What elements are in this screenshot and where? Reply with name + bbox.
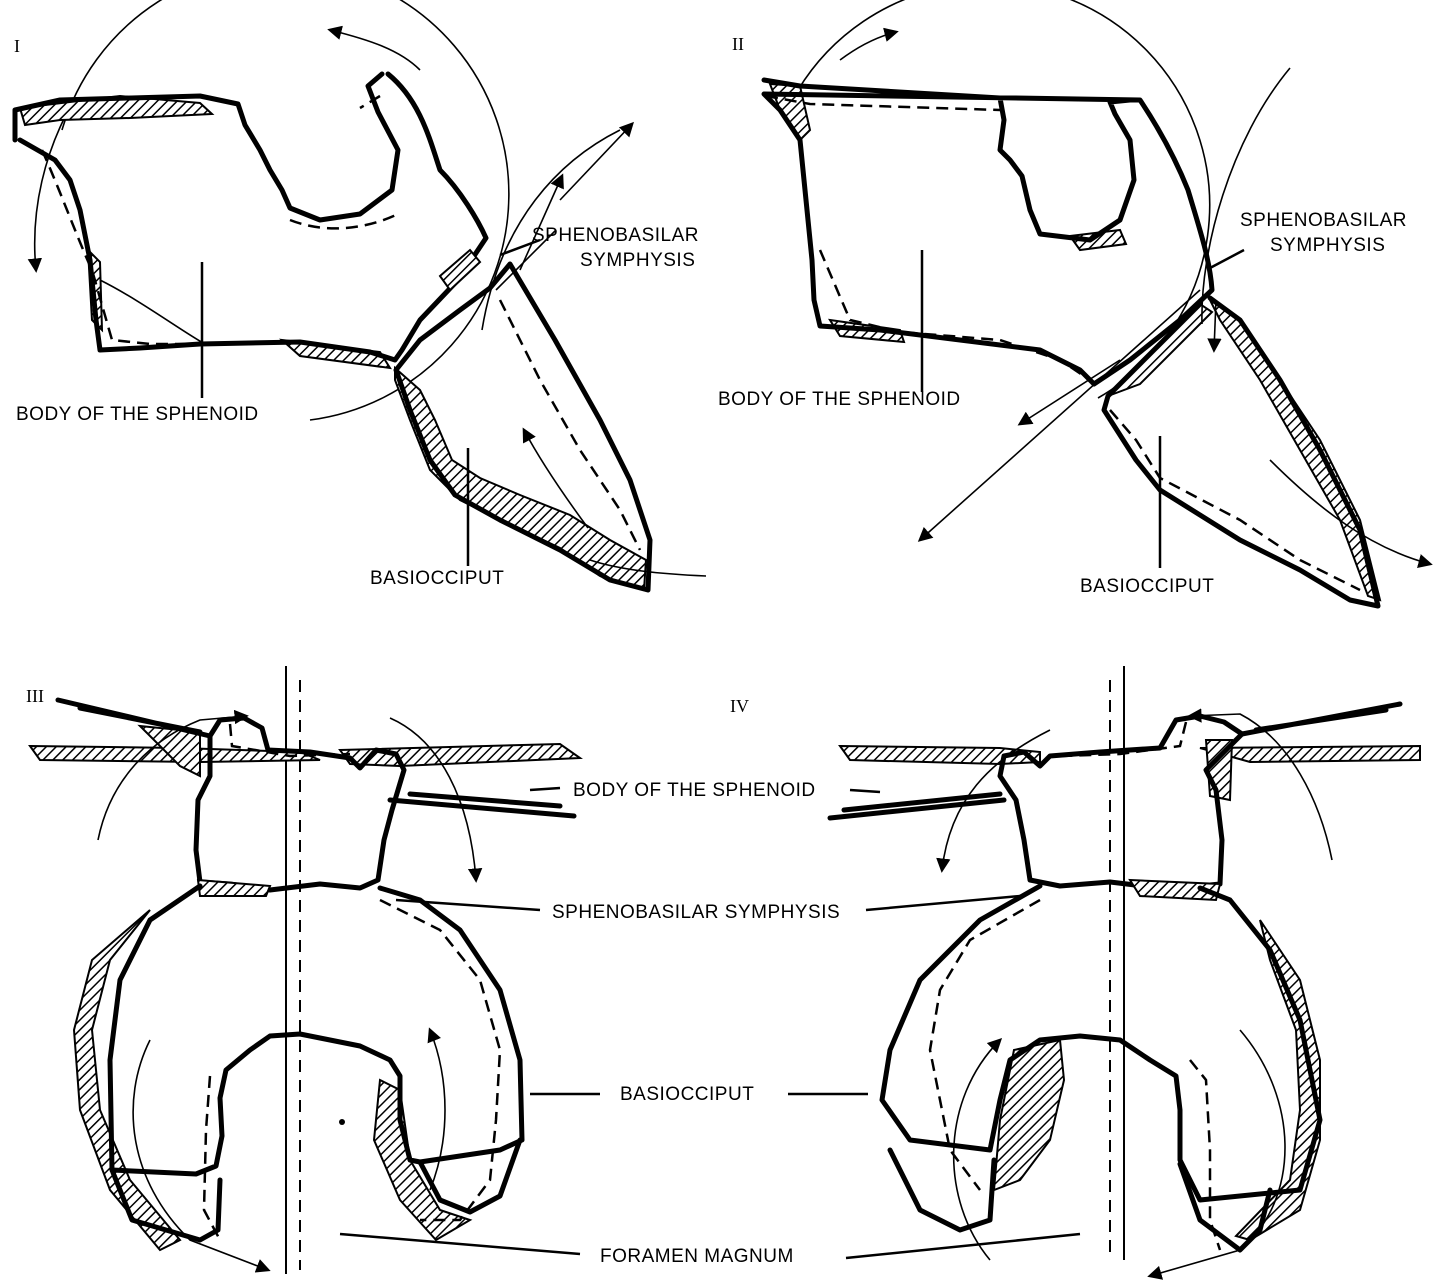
- panel-1: I BODY OF THE SPHENOID SPHENOBASILAR SYM…: [12, 0, 707, 593]
- rotation-arrow: [839, 27, 899, 61]
- sphenoid-body-outline: [761, 77, 1215, 387]
- panel-4: IV: [730, 666, 1421, 1280]
- shared-labels: BODY OF THE SPHENOID SPHENOBASILAR SYMPH…: [339, 780, 1081, 1267]
- rotation-arrow: [1147, 1029, 1286, 1280]
- leader-line: [339, 1232, 581, 1256]
- condyle-outline: [417, 1137, 523, 1215]
- label-body-of-sphenoid: BODY OF THE SPHENOID: [573, 780, 816, 801]
- leader-line: [1209, 248, 1245, 270]
- sphenoid-body-outline: [193, 715, 407, 893]
- basiocciput-dashed-outline: [202, 898, 502, 1241]
- leader-line: [499, 238, 541, 257]
- rotation-arrow: [1187, 708, 1333, 861]
- basiocciput-rotation-arc: [589, 559, 707, 577]
- label-sphenobasilar: SPHENOBASILAR: [532, 225, 699, 246]
- greater-wing: [827, 791, 1007, 821]
- leader-line: [529, 786, 561, 792]
- basiocciput-rotation-arc: [1201, 67, 1291, 325]
- lesser-wing: [55, 697, 213, 739]
- panel-2-numeral: II: [732, 34, 744, 54]
- basiocciput-dashed-outline: [498, 299, 642, 551]
- hatched-surface: [338, 742, 583, 768]
- leader-line: [865, 894, 1021, 912]
- basiocciput-outline: [1101, 295, 1381, 609]
- basiocciput-dashed-outline: [1109, 409, 1361, 592]
- sphenoid-body-outline: [997, 713, 1245, 891]
- rotation-arrow: [522, 427, 589, 529]
- rotation-arrow: [519, 173, 564, 271]
- lesser-wing: [1239, 701, 1403, 737]
- label-body-of-sphenoid: BODY OF THE SPHENOID: [718, 389, 961, 410]
- inner-line: [99, 279, 206, 345]
- basiocciput-outline: [107, 883, 525, 1177]
- greater-wing: [387, 791, 577, 819]
- panel-1-numeral: I: [14, 36, 20, 56]
- label-foramen-magnum: FORAMEN MAGNUM: [600, 1246, 794, 1267]
- center-point: [339, 1119, 345, 1125]
- rotation-arrow: [917, 289, 1201, 542]
- rotation-arrow: [1017, 359, 1121, 426]
- leader-line: [395, 898, 541, 912]
- hatched-surface: [196, 878, 272, 897]
- rotation-arrow: [97, 709, 249, 841]
- label-body-of-sphenoid: BODY OF THE SPHENOID: [16, 404, 259, 425]
- label-sphenobasilar-symphysis: SPHENOBASILAR SYMPHYSIS: [552, 902, 840, 923]
- panel-2: II BODY OF THE SPHENOID SPHENOBASILAR SY…: [718, 0, 1433, 609]
- condyle-outline: [109, 1167, 223, 1243]
- rotation-arrow: [936, 729, 1051, 873]
- label-symphysis: SYMPHYSIS: [580, 250, 695, 271]
- sphenoid-rotation-arc: [61, 0, 510, 421]
- basiocciput-hatched-surface: [992, 1038, 1066, 1192]
- sphenoid-dashed-outline: [765, 94, 1091, 382]
- panel-3-numeral: III: [26, 686, 44, 706]
- rotation-arrow: [132, 1039, 271, 1273]
- hatched-surface: [1199, 744, 1421, 764]
- label-basiocciput: BASIOCCIPUT: [370, 568, 504, 589]
- label-basiocciput: BASIOCCIPUT: [1080, 576, 1214, 597]
- sphenoid-dashed-outline: [228, 723, 351, 758]
- basiocciput-hatched-surface: [394, 365, 648, 592]
- leader-line: [845, 1232, 1081, 1260]
- basiocciput-hatched-surface: [1207, 297, 1382, 602]
- hatched-surface: [838, 744, 1041, 766]
- hatched-surface: [1128, 878, 1222, 902]
- basiocciput-rotation-arc: [481, 129, 621, 331]
- sphenoid-body-outline: [12, 71, 489, 363]
- leader-line: [849, 788, 881, 794]
- rotation-arrow: [952, 1037, 1003, 1261]
- label-symphysis: SYMPHYSIS: [1270, 235, 1385, 256]
- rotation-arrow: [1269, 459, 1433, 568]
- rotation-arrow: [495, 229, 557, 291]
- panel-4-numeral: IV: [730, 696, 749, 716]
- rotation-arrow: [389, 717, 483, 883]
- panel-3: III: [26, 666, 583, 1274]
- rotation-arrow: [559, 121, 634, 201]
- label-sphenobasilar: SPHENOBASILAR: [1240, 210, 1407, 231]
- rotation-arrow: [327, 25, 421, 71]
- sphenoid-dashed-outline: [1059, 721, 1188, 758]
- rotation-arrow: [427, 1027, 446, 1191]
- basiocciput-dashed-outline: [928, 898, 1222, 1251]
- basiocciput-outline: [879, 883, 1323, 1203]
- sphenoid-rotation-arc: [797, 0, 1211, 399]
- basiocciput-hatched-surface: [1234, 919, 1321, 1242]
- sphenoid-dashed-outline: [40, 94, 399, 346]
- basiocciput-hatched-surface: [72, 909, 182, 1252]
- hatched-surface: [438, 248, 482, 292]
- label-basiocciput: BASIOCCIPUT: [620, 1084, 754, 1105]
- rotation-arrow: [27, 99, 75, 273]
- condyle-outline: [887, 1147, 997, 1233]
- basiocciput-outline: [393, 261, 653, 593]
- rotation-arrow: [1207, 299, 1222, 353]
